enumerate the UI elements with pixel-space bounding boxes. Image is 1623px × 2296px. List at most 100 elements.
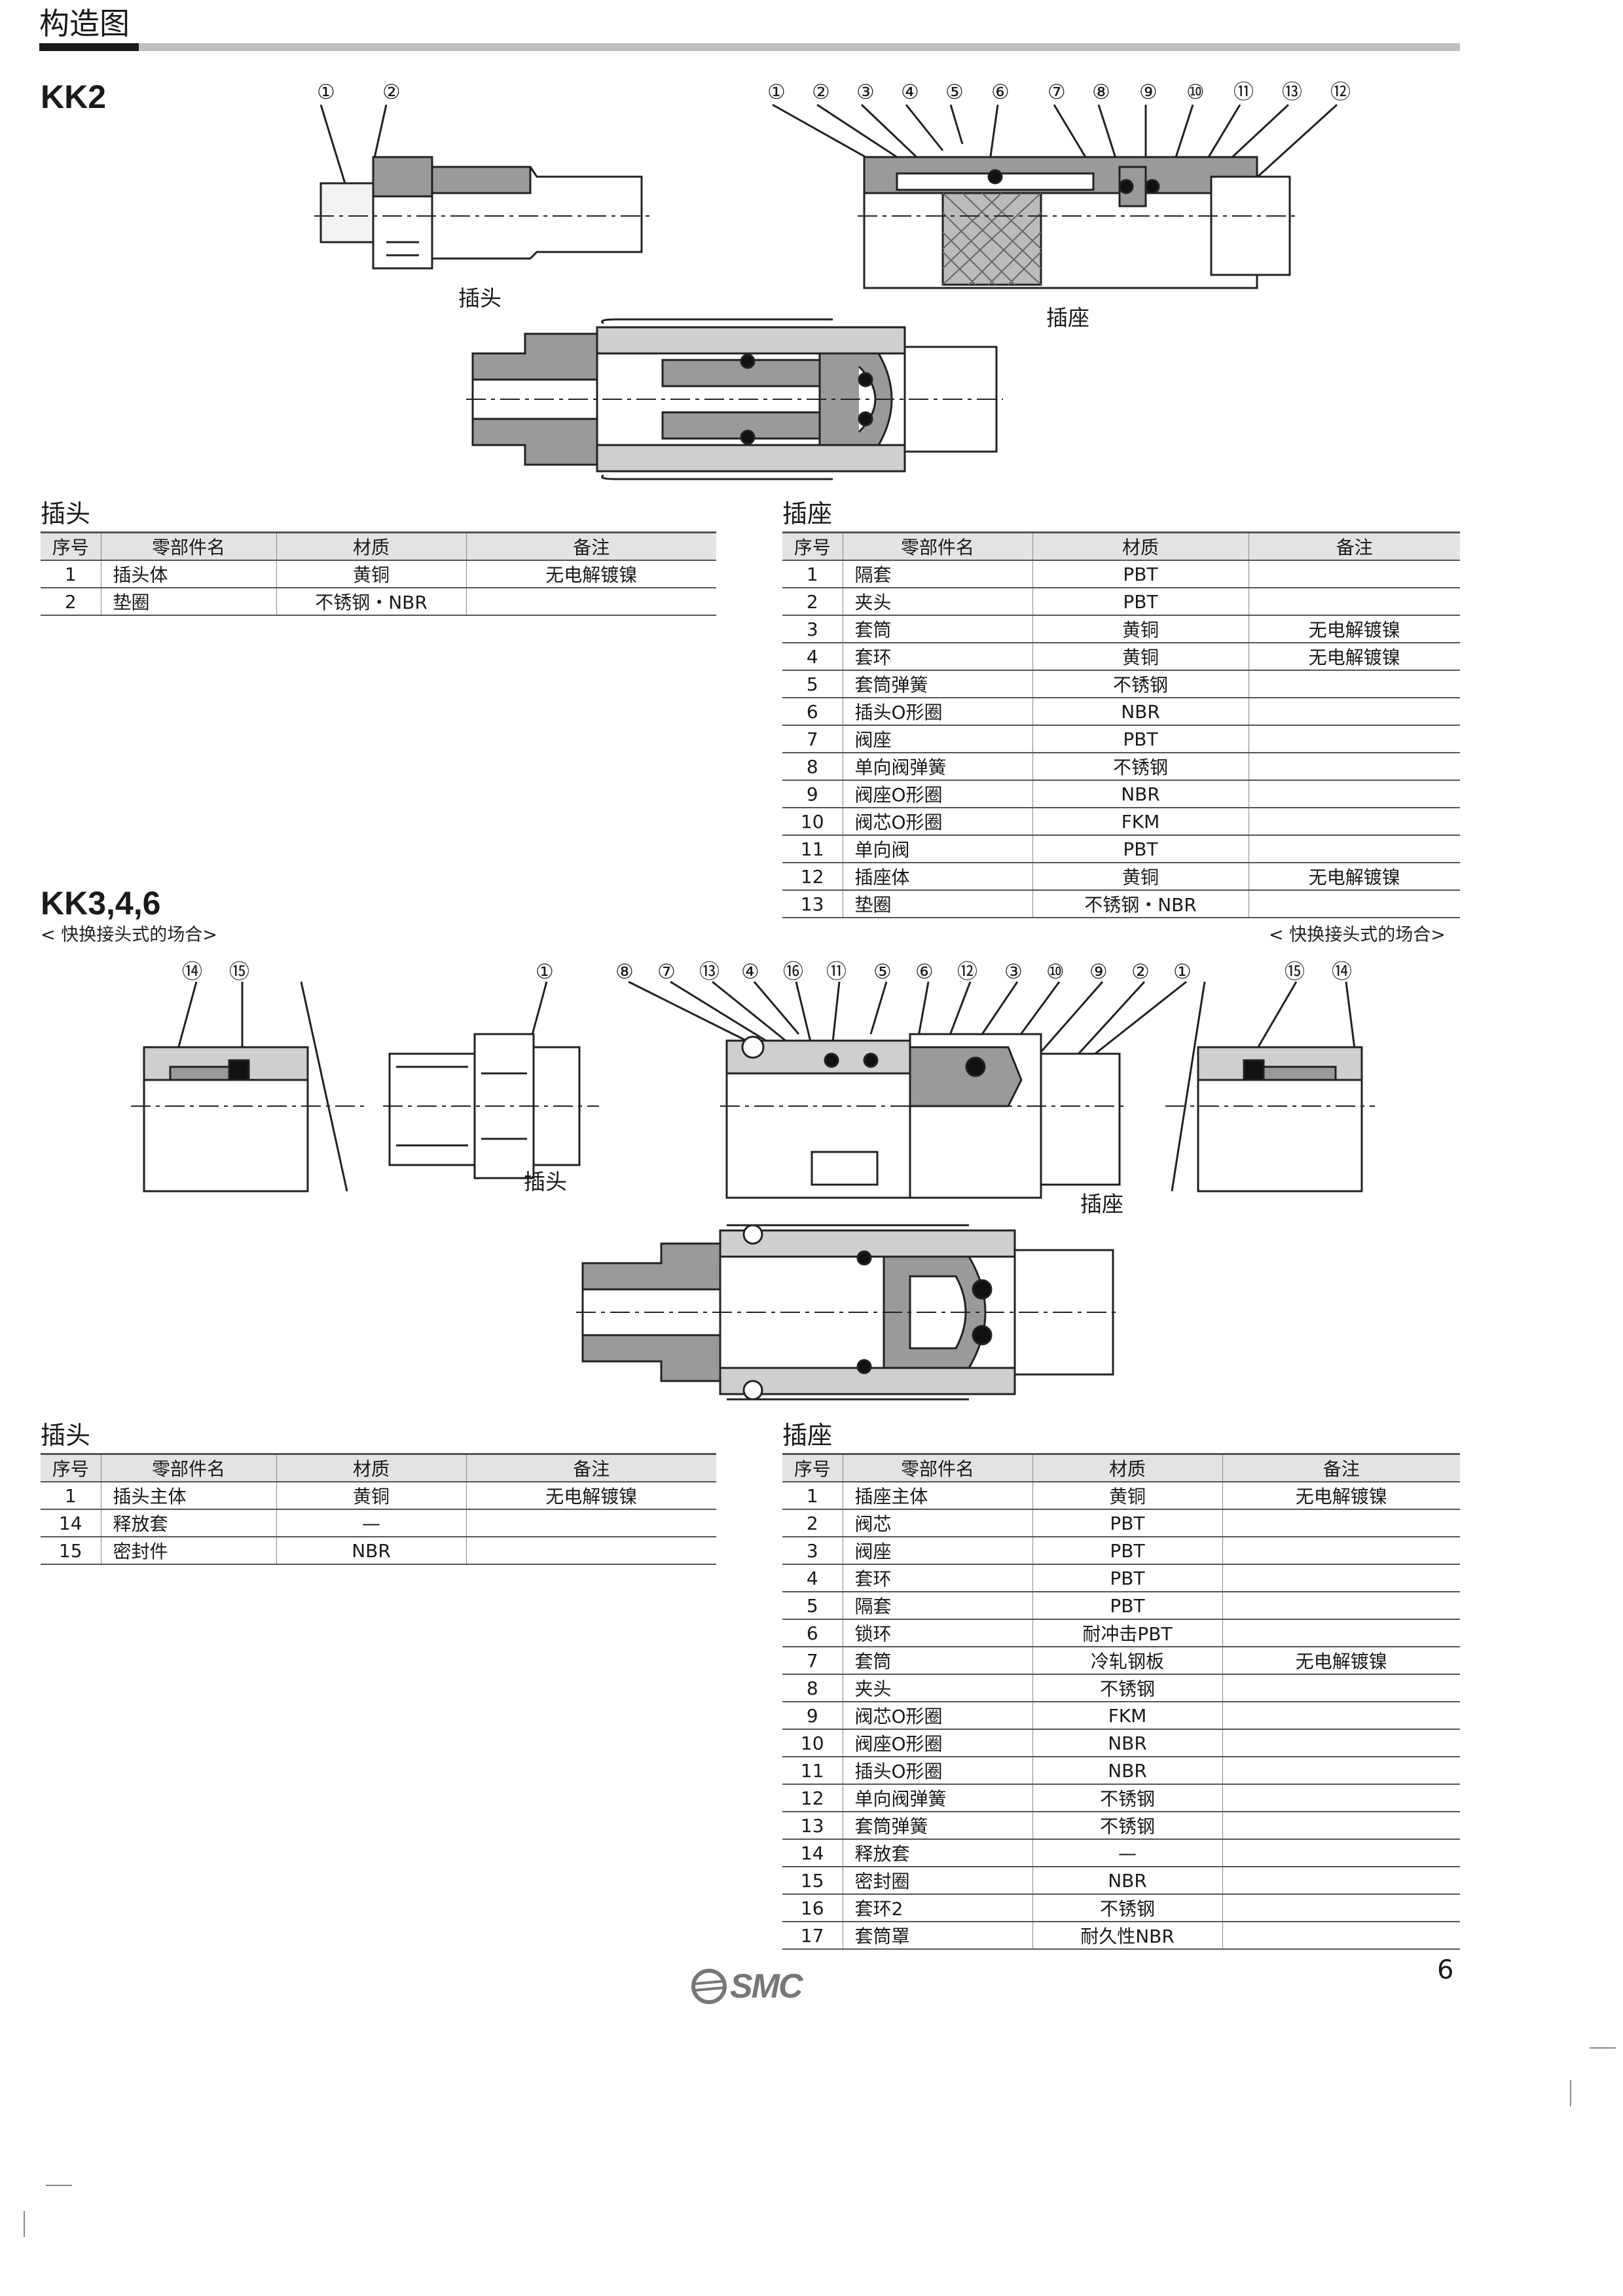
cell-material: 黄铜 [1032, 1482, 1222, 1510]
cell-remark: 无电解镀镍 [1248, 863, 1460, 891]
cell-no: 13 [782, 1812, 843, 1840]
cell-no: 1 [41, 1482, 101, 1510]
cell-no: 9 [782, 1702, 843, 1730]
cell-part: 垫圈 [100, 588, 276, 616]
cell-remark [1222, 1564, 1460, 1592]
cell-no: 6 [782, 1619, 843, 1647]
crop-mark-left-v [24, 2211, 25, 2237]
kk346-socket-callout-8: ⑧ [615, 960, 634, 984]
cell-part: 套环2 [842, 1894, 1032, 1922]
cell-remark [1248, 753, 1460, 781]
cell-no: 13 [782, 890, 843, 918]
kk2-socket-callout-1: ① [767, 81, 786, 104]
col-header-no: 序号 [41, 531, 101, 561]
cell-material: 黄铜 [1032, 863, 1249, 891]
table-header-row: 序号 零部件名 材质 备注 [782, 1453, 1460, 1482]
cell-material: 耐冲击PBT [1032, 1619, 1222, 1647]
kk2-socket-caption: 插座 [1046, 305, 1089, 331]
crop-mark-left-h [46, 2185, 72, 2186]
cell-part: 阀芯 [842, 1509, 1032, 1537]
cell-no: 4 [782, 643, 843, 671]
cell-no: 2 [41, 588, 101, 616]
cell-material: NBR [1032, 1867, 1222, 1895]
cell-remark [1222, 1619, 1460, 1647]
cell-remark [1222, 1674, 1460, 1702]
cell-no: 3 [782, 1537, 843, 1565]
cell-remark: 无电解镀镍 [465, 560, 716, 588]
cell-part: 释放套 [842, 1839, 1032, 1867]
cell-remark [1248, 780, 1460, 808]
cell-no: 12 [782, 863, 843, 891]
cell-no: 5 [782, 1592, 843, 1620]
kk346-connected-assembly-drawing [576, 1224, 1120, 1401]
cell-remark [465, 588, 716, 616]
col-header-part: 零部件名 [100, 1453, 276, 1482]
table-row: 2 垫圈 不锈钢・NBR [41, 588, 716, 616]
cell-part: 锁环 [842, 1619, 1032, 1647]
kk346-socket-table-title: 插座 [782, 1421, 833, 1450]
cell-remark [465, 1537, 716, 1565]
cell-material: — [276, 1509, 466, 1537]
kk346-socket-drawing [628, 980, 1187, 1199]
kk346-left-detail-callout-15: ⑮ [229, 960, 249, 984]
cell-part: 密封圈 [842, 1867, 1032, 1895]
kk2-socket-callout-6: ⑥ [991, 81, 1010, 104]
cell-remark [1248, 560, 1460, 588]
col-header-no: 序号 [782, 1453, 843, 1482]
cell-part: 插座体 [842, 863, 1032, 891]
cell-part: 阀芯O形圈 [842, 1702, 1032, 1730]
kk2-plug-callout-1: ① [317, 81, 335, 104]
cell-part: 套筒 [842, 615, 1032, 643]
col-header-material: 材质 [1032, 1453, 1222, 1482]
cell-part: 套环 [842, 643, 1032, 671]
kk346-right-detail-callout-14: ⑭ [1332, 960, 1352, 984]
cell-material: 不锈钢 [1032, 753, 1249, 781]
cell-part: 密封件 [100, 1537, 276, 1565]
cell-remark [1222, 1922, 1460, 1950]
cell-part: 阀芯O形圈 [842, 808, 1032, 836]
cell-material: PBT [1032, 1592, 1222, 1620]
col-header-no: 序号 [782, 531, 843, 561]
kk2-socket-callout-4: ④ [901, 81, 919, 104]
cell-material: 不锈钢 [1032, 1894, 1222, 1922]
kk2-connected-assembly-drawing [466, 318, 1003, 480]
cell-remark [465, 1509, 716, 1537]
cell-material: PBT [1032, 835, 1249, 863]
kk346-socket-callout-13: ⑬ [699, 960, 720, 984]
cell-no: 7 [782, 1647, 843, 1675]
cell-material: 黄铜 [1032, 615, 1249, 643]
cell-material: 不锈钢・NBR [1032, 890, 1249, 918]
cell-no: 1 [782, 1482, 843, 1510]
cell-no: 1 [782, 560, 843, 588]
table-header-row: 序号 零部件名 材质 备注 [782, 531, 1460, 561]
page-number: 6 [1437, 1955, 1454, 1985]
cell-remark [1248, 670, 1460, 698]
kk2-model-title: KK2 [41, 79, 107, 115]
kk2-socket-callout-10: ⑩ [1186, 81, 1205, 104]
kk2-plug-table: 序号 零部件名 材质 备注 1 插头体 黄铜 无电解镀镍 2 垫圈 不锈钢・NB… [41, 531, 716, 616]
cell-remark [1222, 1812, 1460, 1840]
kk2-plug-caption: 插头 [458, 285, 501, 311]
kk346-quick-note-left: < 快换接头式的场合> [41, 925, 217, 945]
col-header-part: 零部件名 [842, 1453, 1032, 1482]
kk346-socket-callout-9: ⑨ [1089, 960, 1108, 984]
kk2-socket-callout-5: ⑤ [945, 81, 964, 104]
cell-material: NBR [1032, 1757, 1222, 1785]
cell-remark [1248, 890, 1460, 918]
table-row: 1 插头体 黄铜 无电解镀镍 [41, 560, 716, 588]
kk346-socket-callout-2: ② [1131, 960, 1150, 984]
cell-remark [1248, 725, 1460, 753]
